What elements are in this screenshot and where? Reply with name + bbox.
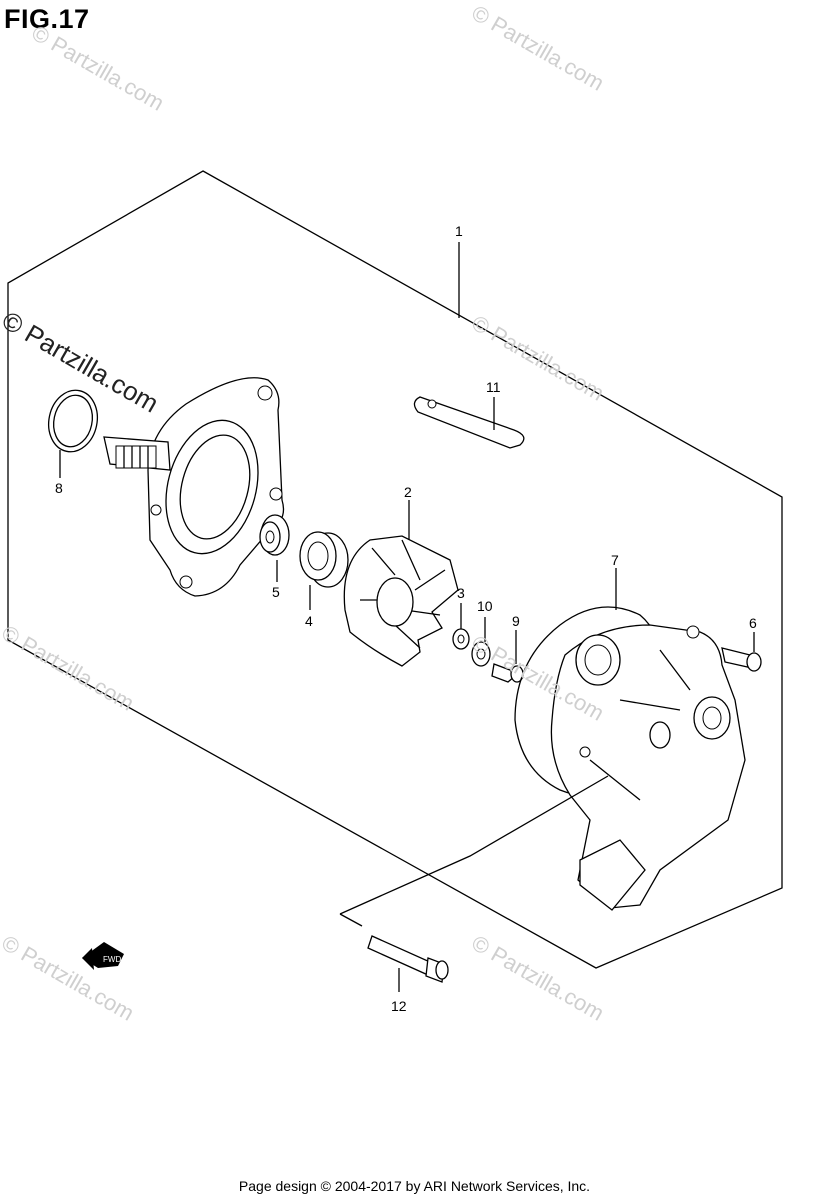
- callout-9[interactable]: 9: [512, 613, 520, 629]
- part-9-bolt[interactable]: [491, 630, 524, 683]
- callout-10[interactable]: 10: [477, 598, 493, 614]
- fwd-label: FWD: [103, 955, 121, 964]
- callout-2[interactable]: 2: [404, 484, 412, 500]
- part-6-bolt[interactable]: [721, 632, 762, 672]
- part-3-washer[interactable]: [452, 603, 470, 650]
- figure-title: FIG.17: [4, 4, 90, 34]
- part-8-o-ring[interactable]: [43, 386, 103, 478]
- fwd-arrow-icon: FWD: [82, 942, 124, 970]
- callout-7[interactable]: 7: [611, 552, 619, 568]
- callout-8[interactable]: 8: [55, 480, 63, 496]
- part-12-long-bolt[interactable]: [339, 775, 609, 992]
- part-10-washer[interactable]: [471, 617, 491, 667]
- part-5-bearing[interactable]: [259, 514, 290, 582]
- callout-4[interactable]: 4: [305, 613, 313, 629]
- callout-11[interactable]: 11: [486, 379, 501, 395]
- pump-cover[interactable]: [550, 624, 746, 911]
- part-11-clip[interactable]: [413, 396, 525, 449]
- pump-housing-body[interactable]: [103, 377, 285, 597]
- callout-3[interactable]: 3: [457, 585, 465, 601]
- part-2-impeller[interactable]: [343, 500, 459, 667]
- assembly-boundary: [7, 170, 783, 969]
- callout-6[interactable]: 6: [749, 615, 757, 631]
- callout-5[interactable]: 5: [272, 584, 280, 600]
- callout-12[interactable]: 12: [391, 998, 407, 1014]
- callout-1[interactable]: 1: [455, 223, 463, 239]
- footer-copyright: Page design © 2004-2017 by ARI Network S…: [238, 1178, 591, 1194]
- part-4-mechanical-seal[interactable]: [299, 531, 349, 610]
